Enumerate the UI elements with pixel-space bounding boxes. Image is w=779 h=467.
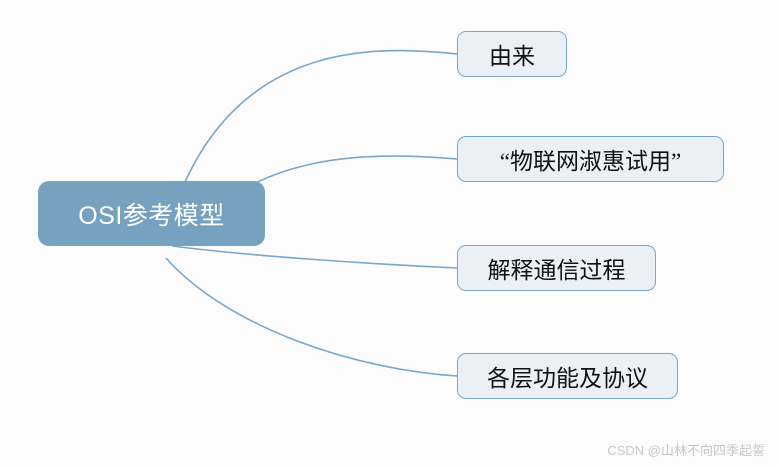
branch-node-0-label: 由来 (489, 44, 535, 69)
watermark-text: CSDN @山林不向四季起誓 (607, 443, 765, 458)
branch-node-1[interactable]: “物联网淑惠试用” (457, 136, 724, 182)
root-node[interactable]: OSI参考模型 (38, 181, 265, 246)
root-node-label: OSI参考模型 (78, 201, 225, 230)
branch-node-3-label: 各层功能及协议 (487, 366, 648, 391)
connector-to-branch-0 (184, 49, 458, 183)
connector-to-branch-3 (165, 257, 458, 377)
connector-to-branch-2 (171, 245, 458, 269)
branch-node-1-label: “物联网淑惠试用” (499, 149, 682, 174)
branch-node-2-label: 解释通信过程 (487, 258, 626, 283)
branch-node-2[interactable]: 解释通信过程 (457, 245, 656, 291)
branch-node-3[interactable]: 各层功能及协议 (457, 353, 678, 399)
branch-node-0[interactable]: 由来 (457, 31, 567, 77)
